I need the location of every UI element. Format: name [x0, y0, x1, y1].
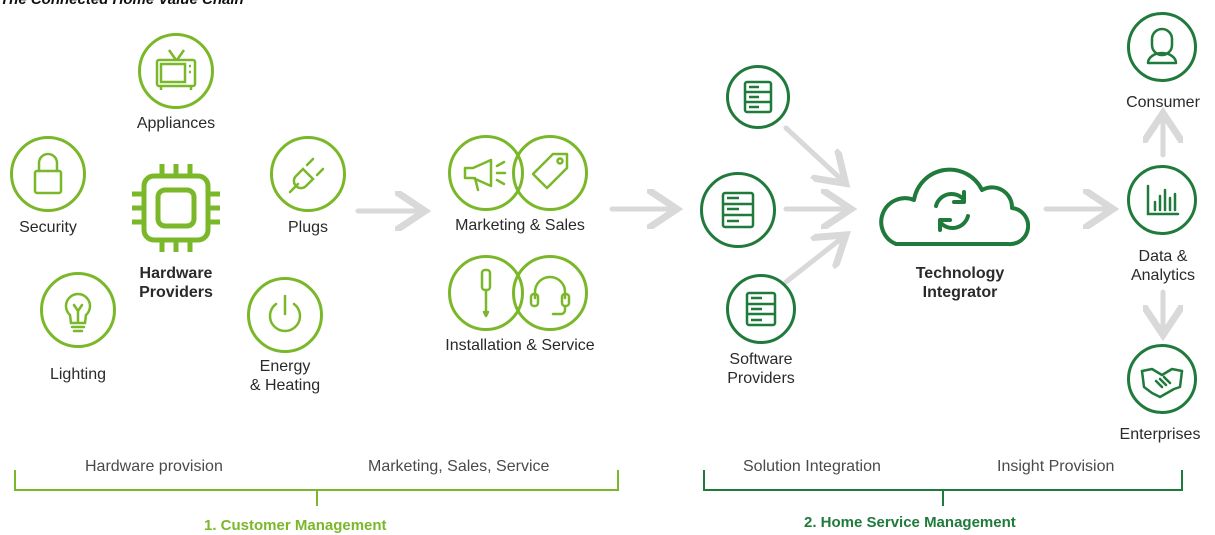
lock-icon	[33, 152, 63, 195]
sales-circle	[512, 135, 588, 211]
hardware-provision-label: Hardware provision	[85, 458, 223, 475]
security-circle	[10, 136, 86, 212]
server-icon	[745, 291, 777, 327]
home-service-management-bracket	[703, 470, 1183, 506]
bar-chart-icon	[1146, 184, 1180, 216]
consumer-label: Consumer	[1126, 94, 1200, 111]
software-provider-middle-circle	[700, 172, 776, 248]
customer-management-label: 1. Customer Management	[204, 517, 387, 534]
consumer-circle	[1127, 12, 1197, 82]
lighting-label: Lighting	[49, 366, 107, 383]
megaphone-icon	[463, 158, 507, 192]
hardware-providers-label: Hardware Providers	[139, 265, 213, 301]
arrow-software-bottom-to-integrator	[783, 238, 842, 285]
chip-icon	[132, 164, 220, 252]
insight-provision-label: Insight Provision	[997, 458, 1115, 475]
lighting-circle	[40, 272, 116, 348]
person-icon	[1146, 27, 1178, 65]
software-provider-bottom-circle	[726, 274, 796, 344]
data-analytics-label: Data & Analytics	[1130, 248, 1196, 284]
handshake-icon	[1140, 367, 1184, 399]
energy-heating-label: Energy & Heating	[249, 358, 321, 394]
plugs-label: Plugs	[287, 219, 329, 236]
power-icon	[268, 294, 302, 333]
software-provider-top-circle	[726, 65, 790, 129]
diagram-title: The Connected Home Value Chain	[0, 0, 244, 8]
installation-service-label: Installation & Service	[445, 337, 595, 354]
server-icon	[721, 191, 755, 229]
lightbulb-icon	[64, 292, 92, 333]
data-analytics-circle	[1127, 165, 1197, 235]
plug-icon	[288, 157, 325, 194]
screwdriver-icon	[480, 268, 492, 318]
marketing-sales-label: Marketing & Sales	[455, 217, 585, 234]
price-tag-icon	[531, 152, 569, 190]
energy-circle	[247, 277, 323, 353]
appliances-circle	[138, 33, 214, 109]
enterprises-label: Enterprises	[1119, 426, 1201, 443]
service-circle	[512, 255, 588, 331]
technology-integrator-label: Technology Integrator	[915, 265, 1005, 301]
customer-management-bracket	[14, 470, 619, 506]
server-icon	[743, 80, 773, 114]
plugs-circle	[270, 136, 346, 212]
arrow-software-top-to-integrator	[783, 125, 842, 180]
cloud-sync-icon	[879, 167, 1030, 247]
solution-integration-label: Solution Integration	[743, 458, 881, 475]
appliances-label: Appliances	[136, 115, 216, 132]
tv-icon	[155, 49, 197, 90]
home-service-management-label: 2. Home Service Management	[804, 514, 1016, 531]
security-label: Security	[19, 219, 77, 236]
software-providers-label: Software Providers	[727, 351, 795, 387]
marketing-sales-service-label: Marketing, Sales, Service	[368, 458, 550, 475]
headset-icon	[529, 275, 571, 316]
enterprises-circle	[1127, 344, 1197, 414]
